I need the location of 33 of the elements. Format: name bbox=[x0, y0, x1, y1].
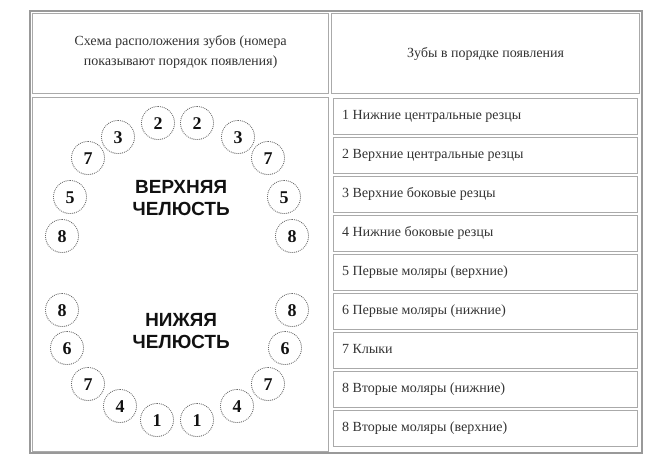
tooth-circle: 7 bbox=[71, 367, 105, 401]
tooth-circle: 3 bbox=[101, 120, 135, 154]
tooth-circle: 2 bbox=[141, 106, 175, 140]
row-text: 2 Верхние центральные резцы bbox=[342, 147, 524, 163]
tooth-circle: 8 bbox=[275, 219, 309, 253]
tooth-circle: 5 bbox=[53, 180, 87, 214]
row-text: 3 Верхние боковые резцы bbox=[342, 186, 496, 202]
header-text: Зубы в порядке появления bbox=[406, 45, 565, 63]
tooth-circle: 7 bbox=[251, 141, 285, 175]
row-text: 1 Нижние центральные резцы bbox=[342, 108, 522, 124]
row-text: 8 Вторые моляры (нижние) bbox=[342, 381, 506, 397]
tooth-circle: 7 bbox=[251, 367, 285, 401]
row-text: 4 Нижние боковые резцы bbox=[342, 225, 494, 241]
tooth-circle: 3 bbox=[221, 120, 255, 154]
tooth-circle: 7 bbox=[71, 141, 105, 175]
tooth-circle: 2 bbox=[180, 106, 214, 140]
tooth-circle: 8 bbox=[45, 293, 79, 327]
header-text: Схема расположения зубов (номера показывают порядок появления) bbox=[73, 33, 288, 71]
tooth-circle: 4 bbox=[220, 389, 254, 423]
jaw-label: ВЕРХНЯЯ ЧЕЛЮСТЬ bbox=[131, 177, 231, 221]
row-text: 6 Первые моляры (нижние) bbox=[342, 303, 506, 319]
row-text: 7 Клыки bbox=[342, 342, 393, 358]
tooth-circle: 6 bbox=[268, 331, 302, 365]
tooth-circle: 8 bbox=[275, 293, 309, 327]
row-text: 5 Первые моляры (верхние) bbox=[342, 264, 508, 280]
tooth-circle: 4 bbox=[103, 389, 137, 423]
tooth-circle: 1 bbox=[180, 403, 214, 437]
tooth-circle: 5 bbox=[267, 180, 301, 214]
tooth-circle: 8 bbox=[45, 219, 79, 253]
jaw-label: НИЖЯЯ ЧЕЛЮСТЬ bbox=[131, 310, 231, 354]
tooth-circle: 6 bbox=[50, 331, 84, 365]
tooth-circle: 1 bbox=[140, 403, 174, 437]
row-text: 8 Вторые моляры (верхние) bbox=[342, 420, 508, 436]
